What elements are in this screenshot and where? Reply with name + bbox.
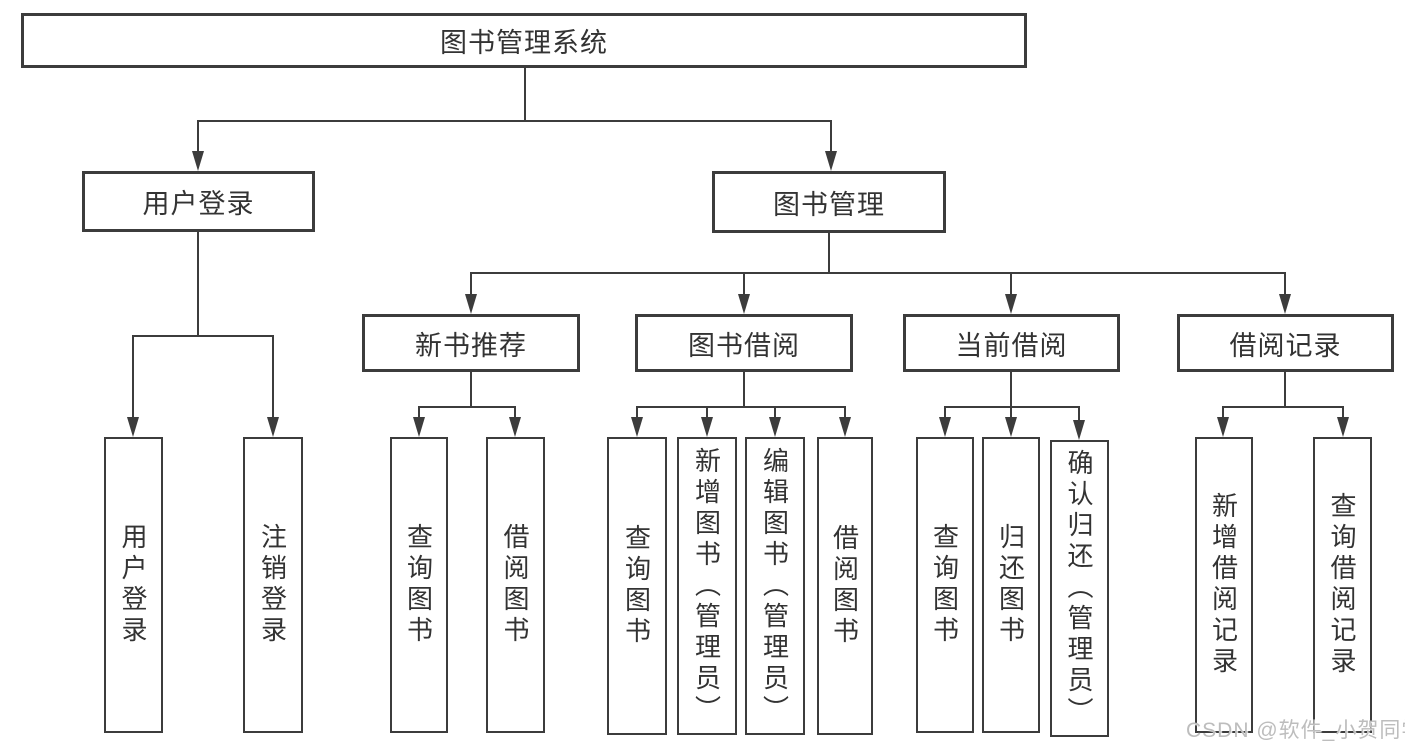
edge-line: [1222, 406, 1344, 408]
edge-line: [132, 335, 274, 337]
node-leaf-edit-book-admin: 编辑图书（管理员）: [745, 437, 805, 735]
arrowhead-down-icon: [1337, 417, 1349, 437]
edge-line: [1010, 406, 1012, 419]
edge-line: [1284, 372, 1286, 407]
edge-line: [706, 406, 708, 419]
edge-line: [1342, 406, 1344, 419]
arrowhead-down-icon: [769, 417, 781, 437]
arrowhead-down-icon: [127, 417, 139, 437]
edge-line: [1284, 272, 1286, 296]
edge-line: [830, 120, 832, 154]
edge-line: [1010, 272, 1012, 296]
edge-line: [197, 120, 832, 122]
node-label: 借阅图书: [829, 524, 860, 648]
arrowhead-down-icon: [825, 151, 837, 171]
node-label: 新增借阅记录: [1208, 492, 1239, 678]
edge-line: [470, 272, 1286, 274]
node-label: 确认归还（管理员）: [1064, 449, 1094, 728]
arrowhead-down-icon: [192, 151, 204, 171]
node-leaf-user-login: 用户登录: [104, 437, 163, 733]
node-label: 注销登录: [257, 523, 288, 647]
node-leaf-confirm-return-admin: 确认归还（管理员）: [1050, 440, 1109, 737]
edge-line: [514, 406, 516, 419]
edge-line: [470, 372, 472, 407]
arrowhead-down-icon: [1217, 417, 1229, 437]
edge-line: [844, 406, 846, 419]
node-label: 借阅图书: [500, 523, 530, 647]
arrowhead-down-icon: [939, 417, 951, 437]
node-label: 用户登录: [118, 523, 148, 647]
node-leaf-query-books: 查询图书: [916, 437, 974, 733]
arrowhead-down-icon: [509, 417, 521, 437]
node-leaf-borrow-books: 借阅图书: [486, 437, 545, 733]
edge-line: [636, 406, 638, 419]
node-library-management-system: 图书管理系统: [21, 13, 1027, 68]
edge-line: [197, 120, 199, 154]
node-book-borrowing: 图书借阅: [635, 314, 853, 372]
node-label: 图书借阅: [688, 330, 800, 361]
edge-line: [1222, 406, 1224, 419]
edge-line: [944, 406, 1080, 408]
node-label: 编辑图书（管理员）: [759, 446, 790, 726]
node-new-book-recommendation: 新书推荐: [362, 314, 580, 372]
edge-line: [1078, 406, 1080, 422]
arrowhead-down-icon: [631, 417, 643, 437]
arrowhead-down-icon: [1005, 417, 1017, 437]
node-leaf-query-books: 查询图书: [390, 437, 448, 733]
edge-line: [132, 335, 134, 419]
node-current-borrowing: 当前借阅: [903, 314, 1120, 372]
edge-line: [197, 232, 199, 337]
edge-line: [636, 406, 846, 408]
node-leaf-borrow-books: 借阅图书: [817, 437, 873, 735]
node-book-management: 图书管理: [712, 171, 946, 233]
node-leaf-query-borrow-record: 查询借阅记录: [1313, 437, 1372, 733]
node-label: 借阅记录: [1229, 330, 1342, 361]
node-label: 图书管理系统: [440, 28, 608, 58]
edge-line: [743, 372, 745, 407]
node-borrowing-records: 借阅记录: [1177, 314, 1394, 372]
edge-line: [418, 406, 420, 419]
edge-line: [524, 68, 526, 121]
node-label: 查询图书: [403, 523, 434, 647]
node-leaf-return-books: 归还图书: [982, 437, 1040, 733]
node-leaf-add-book-admin: 新增图书（管理员）: [677, 437, 737, 735]
arrowhead-down-icon: [413, 417, 425, 437]
arrowhead-down-icon: [839, 417, 851, 437]
node-label: 新书推荐: [415, 330, 527, 361]
node-label: 查询图书: [621, 524, 652, 648]
arrowhead-down-icon: [738, 294, 750, 314]
node-user-login: 用户登录: [82, 171, 315, 232]
edge-line: [944, 406, 946, 419]
edge-line: [272, 335, 274, 419]
node-label: 新增图书（管理员）: [691, 446, 722, 726]
edge-line: [470, 272, 472, 296]
edge-line: [418, 406, 516, 408]
edge-line: [1010, 372, 1012, 407]
arrowhead-down-icon: [701, 417, 713, 437]
edge-line: [743, 272, 745, 296]
node-label: 用户登录: [142, 189, 255, 219]
edge-line: [774, 406, 776, 419]
node-label: 归还图书: [995, 523, 1026, 647]
node-label: 查询借阅记录: [1327, 492, 1357, 678]
arrowhead-down-icon: [1279, 294, 1291, 314]
arrowhead-down-icon: [1005, 294, 1017, 314]
arrowhead-down-icon: [465, 294, 477, 314]
node-label: 查询图书: [929, 523, 960, 647]
node-label: 当前借阅: [955, 330, 1068, 361]
arrowhead-down-icon: [267, 417, 279, 437]
node-leaf-logout: 注销登录: [243, 437, 303, 733]
node-leaf-add-borrow-record: 新增借阅记录: [1195, 437, 1253, 733]
arrowhead-down-icon: [1073, 420, 1085, 440]
node-leaf-query-books: 查询图书: [607, 437, 667, 735]
node-label: 图书管理: [773, 189, 885, 220]
edge-line: [828, 233, 830, 273]
watermark: CSDN @软件_小贺同学: [1186, 719, 1405, 742]
